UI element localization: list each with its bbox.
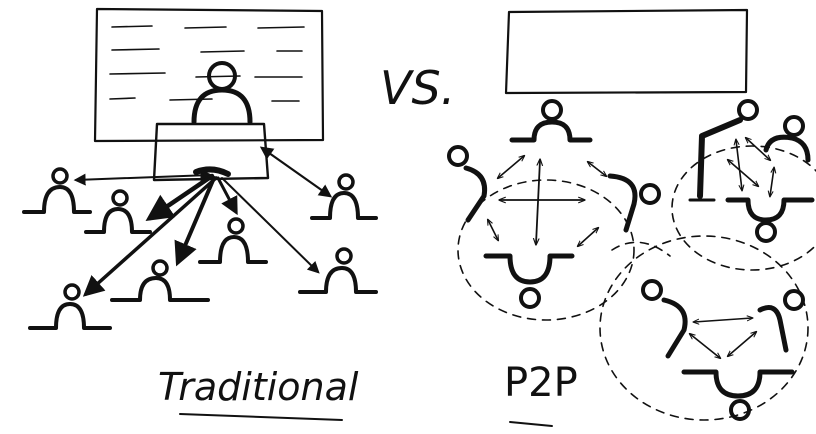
student-figure xyxy=(509,99,593,143)
student-figure xyxy=(22,167,92,214)
traditional-diagram: Traditional xyxy=(22,7,378,421)
student-figure xyxy=(641,279,688,359)
peer-group xyxy=(641,279,805,421)
student-figure xyxy=(298,247,378,294)
peer-group xyxy=(688,99,815,243)
student-figure xyxy=(757,289,805,353)
student-figure xyxy=(110,259,210,302)
student-figure xyxy=(447,145,488,223)
traditional-caption: Traditional xyxy=(158,365,359,421)
teacher-arrows xyxy=(73,146,333,297)
student-figure xyxy=(84,189,152,234)
peer-arrows xyxy=(488,156,606,246)
peer-arrows xyxy=(728,138,774,196)
student-figure xyxy=(725,197,815,243)
teacher-figure xyxy=(191,61,253,125)
p2p-label: P2P xyxy=(504,360,578,406)
traditional-label: Traditional xyxy=(158,365,359,409)
student-figure xyxy=(688,99,759,202)
p2p-diagram: P2P xyxy=(447,8,816,427)
student-figure xyxy=(310,173,378,220)
whiteboard-traditional xyxy=(93,7,325,143)
whiteboard-p2p xyxy=(504,8,749,95)
students xyxy=(22,167,378,330)
student-figure xyxy=(198,217,268,264)
student-figure xyxy=(483,253,575,309)
student-figure xyxy=(28,283,112,330)
p2p-caption: P2P xyxy=(504,360,578,427)
student-figure xyxy=(681,369,795,421)
student-figure xyxy=(607,173,661,233)
peer-arrows xyxy=(690,318,756,358)
versus-label: VS. xyxy=(380,61,455,115)
peer-group xyxy=(447,99,661,309)
student-figure xyxy=(763,115,811,163)
